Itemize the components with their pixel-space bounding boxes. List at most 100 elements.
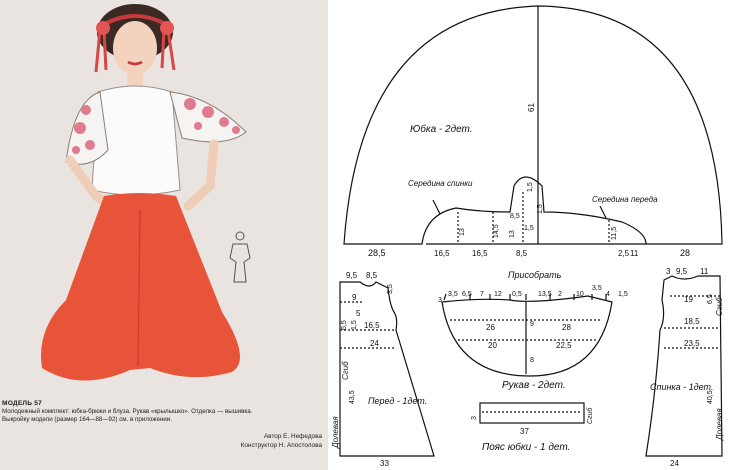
- front-m24: 24: [370, 339, 379, 348]
- skirt-seg-2: 16,5: [472, 249, 488, 258]
- sleeve-top-m1: 3,5: [448, 291, 458, 298]
- sleeve-v9: 9: [530, 321, 534, 328]
- caption-pattern-note: Выкройку модели (размер 164—88—92) см. в…: [2, 416, 172, 423]
- belt-m3: 3: [471, 416, 478, 420]
- author: Автор Е. Нефедова: [263, 433, 322, 440]
- sleeve-row-26: 26: [486, 323, 495, 332]
- belt-fold: Сгиб: [586, 407, 594, 424]
- skirt-front-center-label: Середина переда: [592, 195, 658, 204]
- skirt-seg-3: 8,5: [516, 249, 528, 258]
- front-m9: 9: [352, 293, 357, 302]
- flower-right: [160, 21, 174, 35]
- belt-title: Пояс юбки - 1 дет.: [482, 441, 570, 453]
- sleeve-top-m3: 7: [480, 291, 484, 298]
- sleeve-gather-label: Присобрать: [508, 270, 562, 280]
- skirt-depth-115: 11,5: [611, 227, 618, 240]
- skirt-seg-5: 11: [630, 249, 639, 258]
- front-m95: 9,5: [346, 271, 358, 280]
- skirt-depth-85: 8,5: [510, 213, 520, 220]
- fashion-illustration: [41, 4, 251, 381]
- culottes-fold: [137, 209, 141, 367]
- front-m85: 8,5: [366, 271, 378, 280]
- red-culottes: [41, 193, 240, 381]
- sleeve-side-3: 3: [438, 297, 442, 304]
- belt-outline: [479, 402, 585, 424]
- caption-description: Молодежный комплект: юбка-брюки и блуза.…: [2, 408, 253, 415]
- caption: МОДЕЛЬ 57 Молодежный комплект: юбка-брюк…: [2, 400, 326, 424]
- sleeve-top-m5: 0,5: [512, 291, 522, 298]
- back-title: Спинка - 1дет.: [650, 382, 713, 392]
- skirt-depth-13b: 13: [509, 230, 516, 238]
- front-m435: 43,5: [349, 390, 356, 404]
- sewing-pattern-panel: Юбка - 2дет. Середина спинки Середина пе…: [330, 0, 736, 470]
- back-m3: 3: [666, 267, 671, 276]
- skirt-back-center-label: Середина спинки: [408, 179, 473, 188]
- front-m15: 1,5: [351, 320, 358, 330]
- skirt-left-hem: 28,5: [368, 248, 386, 258]
- front-grain: Долевая: [331, 416, 340, 449]
- sewing-pattern: Юбка - 2дет. Середина спинки Середина пе…: [331, 5, 724, 468]
- back-m185: 18,5: [684, 317, 700, 326]
- sleeve-top-m9: 3,5: [592, 285, 602, 292]
- back-m65: 6,5: [707, 294, 714, 304]
- sleeve-top-m6: 13,5: [538, 291, 552, 298]
- back-m405: 40,5: [707, 390, 714, 404]
- skirt-title: Юбка - 2дет.: [410, 123, 473, 135]
- sleeve-v8: 8: [530, 357, 534, 364]
- model-number: МОДЕЛЬ 57: [2, 400, 42, 407]
- ribbon-right: [160, 29, 176, 71]
- skirt-depth-13a: 13: [459, 228, 466, 236]
- front-m35: 3,5: [387, 284, 394, 294]
- front-title: Перед - 1дет.: [368, 396, 427, 406]
- sleeve-left: [65, 91, 109, 165]
- skirt-seg-4: 2,5: [618, 249, 630, 258]
- neck: [127, 72, 143, 90]
- front-m65: 6,5: [341, 320, 348, 330]
- sleeve-outline: [441, 295, 613, 377]
- skirt-outline: [343, 5, 723, 245]
- sleeve-top-measurements: 3,5 6,5 7 12 0,5 13,5 2 10 3,5 4 1,5: [448, 285, 628, 298]
- back-fold: Сгиб: [715, 297, 724, 316]
- sleeve-top-m7: 2: [558, 291, 562, 298]
- skirt-depth-145: 14,5: [493, 224, 500, 238]
- skirt-seg-1: 16,5: [434, 249, 450, 258]
- back-outline: [645, 275, 723, 457]
- sleeve-top-m10: 4: [606, 291, 610, 298]
- sleeve-row-28: 28: [562, 323, 571, 332]
- credits: Автор Е. Нефедова Конструктор Н. Апостол…: [241, 432, 322, 450]
- arm-right: [183, 139, 219, 211]
- skirt-radius: 61: [527, 103, 536, 112]
- front-fold: Сгиб: [341, 361, 350, 380]
- belt-m37: 37: [520, 427, 529, 436]
- back-m11: 11: [700, 267, 709, 276]
- front-m5: 5: [356, 309, 361, 318]
- embroidery-right: [184, 98, 240, 134]
- flower-left: [96, 21, 110, 35]
- sleeve-title: Рукав - 2дет.: [502, 380, 566, 391]
- ribbon-left: [94, 29, 108, 73]
- sleeve-row-225: 22,5: [556, 341, 572, 350]
- front-outline: [339, 281, 435, 457]
- sleeve-top-m8: 10: [576, 291, 584, 298]
- back-m24: 24: [670, 459, 679, 468]
- face: [113, 21, 157, 75]
- back-grain: Долевая: [715, 408, 724, 441]
- back-m95: 9,5: [676, 267, 688, 276]
- blouse: [91, 85, 181, 196]
- sleeve-top-m2: 6,5: [462, 291, 472, 298]
- sleeve-top-m4: 12: [494, 291, 502, 298]
- thumbnail-figure: [229, 231, 251, 283]
- skirt-depth-15b: 1,5: [537, 204, 544, 214]
- skirt-depth-15a: 1,5: [527, 182, 534, 192]
- constructor: Конструктор Н. Апостолова: [240, 442, 322, 449]
- sleeve-top-m11: 1,5: [618, 291, 628, 298]
- embroidery-left: [72, 105, 95, 154]
- skirt-right-hem: 28: [680, 248, 690, 258]
- front-m165: 16,5: [364, 321, 380, 330]
- lips: [127, 60, 143, 66]
- back-m235: 23,5: [684, 339, 700, 348]
- skirt-dart-15: 1,5: [524, 225, 534, 232]
- front-m33: 33: [380, 459, 389, 468]
- sleeve-row-20: 20: [488, 341, 497, 350]
- back-m19: 19: [684, 295, 693, 304]
